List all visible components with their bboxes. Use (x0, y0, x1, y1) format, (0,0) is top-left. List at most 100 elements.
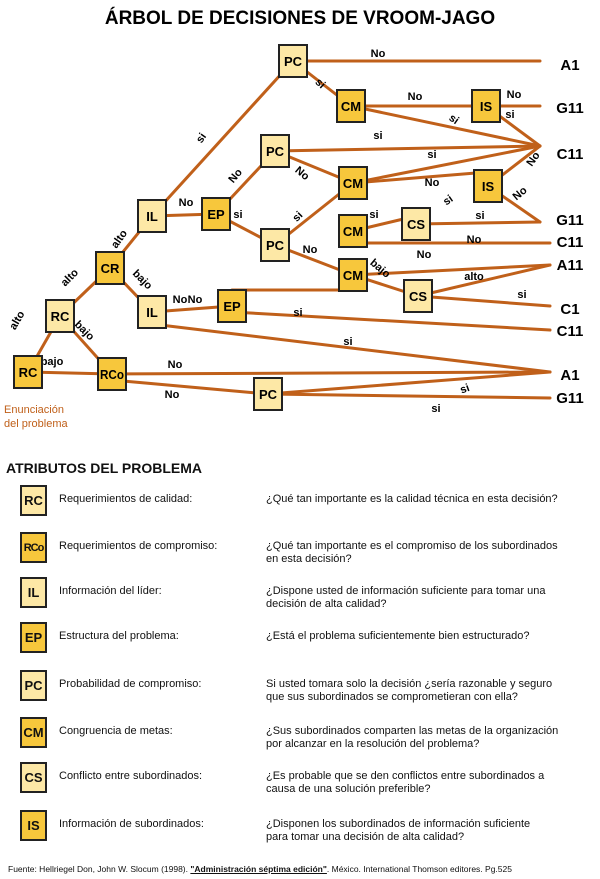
branch-label: No (371, 48, 386, 60)
branch-label: No (303, 244, 318, 256)
node-pc: PC (253, 377, 283, 411)
attribute-name: Congruencia de metas: (59, 725, 173, 737)
branch-label: No (179, 197, 194, 209)
outcome-label: G11 (556, 100, 584, 117)
origin-label: Enunciación del problema (4, 404, 68, 430)
node-label: CR (101, 261, 120, 276)
node-box (95, 251, 125, 285)
node-cm: CM (338, 258, 368, 292)
branch-line (150, 322, 552, 374)
node-label: CM (343, 224, 363, 239)
outcome-label: C11 (557, 146, 584, 163)
node-pc: PC (260, 228, 290, 262)
node-cm: CM (338, 214, 368, 248)
branch-label: No (168, 359, 183, 371)
node-label: IS (480, 99, 493, 114)
attribute-code-box: RC (20, 485, 47, 516)
attribute-question: ¿Disponen los subordinados de informació… (266, 818, 531, 843)
attribute-name: Probabilidad de compromiso: (59, 678, 202, 690)
branch-line (266, 370, 552, 396)
node-rco: RCo (97, 357, 127, 391)
node-box (137, 295, 167, 329)
branch-line (351, 144, 542, 185)
node-box (401, 207, 431, 241)
node-label: IL (146, 305, 158, 320)
branch-label: alto (7, 309, 27, 332)
outcome-label: C1 (560, 301, 579, 318)
outcome-label: C11 (557, 234, 584, 251)
node-box (471, 89, 501, 123)
branch-line (349, 104, 542, 148)
branch-label: No (408, 91, 423, 103)
node-box (403, 279, 433, 313)
attribute-name: Conflicto entre subordinados: (59, 770, 203, 782)
node-box (278, 44, 308, 78)
attribute-name: Estructura del problema: (59, 630, 179, 642)
branch-label: si (427, 149, 436, 161)
branch-label: si (233, 209, 242, 221)
node-cm: CM (336, 89, 366, 123)
branch-label: si (369, 209, 378, 221)
outcome-label: A1 (560, 57, 579, 74)
node-box (97, 357, 127, 391)
decision-tree: ÁRBOL DE DECISIONES DE VROOM-JAGO altoba… (4, 7, 584, 430)
node-box (201, 197, 231, 231)
attribute-code-box: PC (20, 670, 47, 701)
outcome-label: A11 (557, 257, 584, 274)
branch-line (273, 144, 542, 153)
node-box (338, 214, 368, 248)
footer-prefix: Fuente: Hellriegel Don, John W. Slocum (… (8, 864, 191, 874)
tree-nodes: RCRCRCoCRILILEPEPPCPCPCPCCMCMCMCMISISCSC… (13, 44, 503, 411)
branch-line (414, 220, 542, 226)
node-ep: EP (201, 197, 231, 231)
attribute-question: Si usted tomara solo la decisión ¿sería … (266, 678, 553, 703)
node-box (260, 134, 290, 168)
attribute-question: ¿Qué tan importante es el compromiso de … (266, 540, 558, 565)
node-cm: CM (338, 166, 368, 200)
branch-label: alto (59, 267, 82, 290)
outcome-label: G11 (556, 390, 584, 407)
source-footer: Fuente: Hellriegel Don, John W. Slocum (… (8, 864, 512, 874)
node-label: PC (266, 144, 285, 159)
node-label: CS (409, 289, 427, 304)
node-rc: RC (13, 355, 43, 389)
branch-line (351, 170, 490, 185)
footer-book-title: "Administración séptima edición" (190, 864, 327, 874)
footer-suffix: . México. International Thomson editores… (326, 864, 512, 874)
attribute-code-box: EP (20, 622, 47, 653)
branch-label: si (475, 210, 484, 222)
branch-label: si (293, 307, 302, 319)
branch-label: No (417, 249, 432, 261)
node-il: IL (137, 199, 167, 233)
attribute-code-box: IS (20, 810, 47, 841)
branch-label: No (524, 150, 542, 169)
attribute-code-box: CM (20, 717, 47, 748)
node-label: CS (407, 217, 425, 232)
attribute-name: Requerimientos de compromiso: (59, 540, 218, 552)
node-label: PC (284, 54, 303, 69)
outcome-label: A1 (560, 367, 579, 384)
node-box (338, 166, 368, 200)
attribute-question: ¿Es probable que se den conflictos entre… (266, 770, 545, 795)
node-label: IS (482, 179, 495, 194)
attribute-question: ¿Qué tan importante es la calidad técnic… (266, 493, 558, 505)
attribute-name: Requerimientos de calidad: (59, 493, 193, 505)
node-is: IS (473, 169, 503, 203)
node-cs: CS (401, 207, 431, 241)
branch-label: si (373, 130, 382, 142)
attributes-heading: ATRIBUTOS DEL PROBLEMA (6, 460, 203, 476)
branch-label: bajo (130, 268, 155, 293)
node-box (13, 355, 43, 389)
node-label: PC (266, 238, 285, 253)
node-box (473, 169, 503, 203)
branch-line (351, 263, 552, 277)
node-box (137, 199, 167, 233)
branch-label: si (431, 403, 440, 415)
branch-label: No (467, 234, 482, 246)
branch-label: si (505, 109, 514, 121)
branch-label: si (447, 112, 461, 127)
node-label: CM (341, 99, 361, 114)
node-label: RC (19, 365, 38, 380)
node-is: IS (471, 89, 501, 123)
outcome-label: G11 (556, 212, 584, 229)
